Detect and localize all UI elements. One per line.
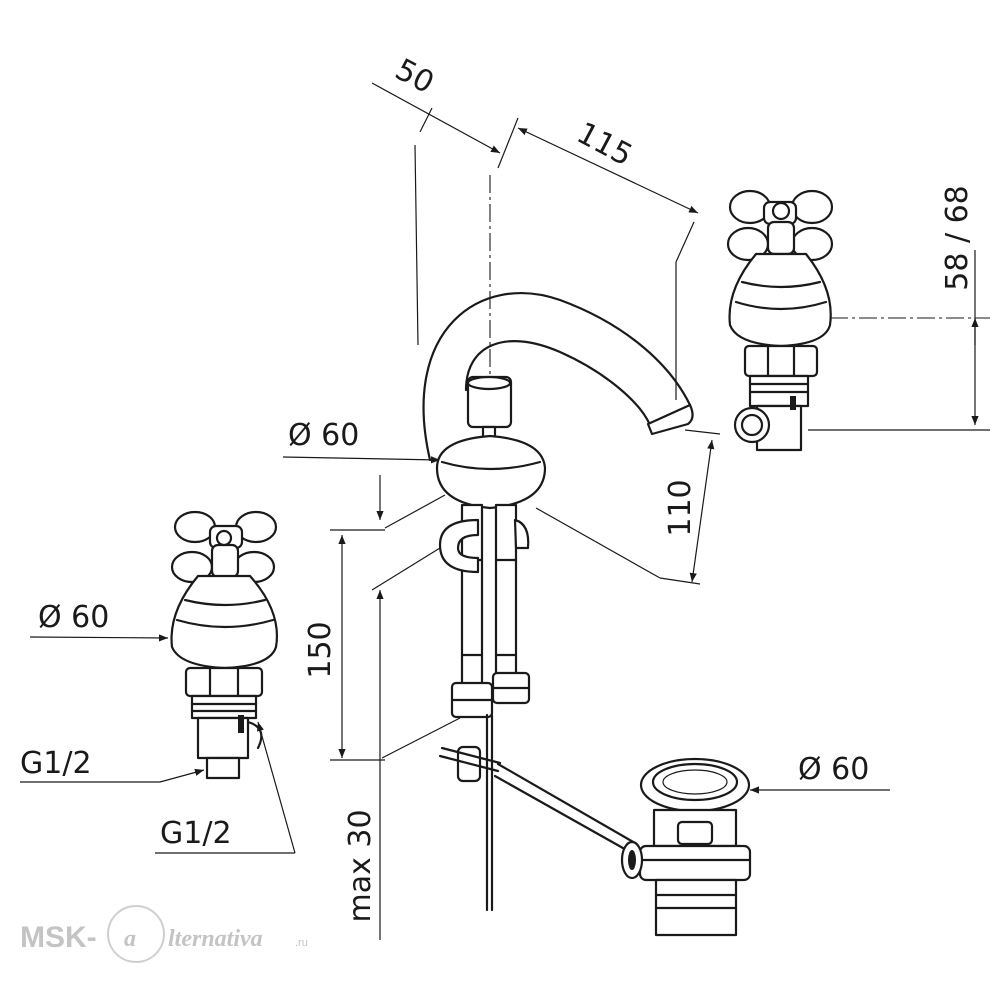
- dim-label-thread-2: G1/2: [160, 816, 232, 851]
- dim-label-spout-height: 110: [663, 479, 698, 536]
- dim-label-drain-dia: Ø 60: [798, 752, 869, 787]
- right-valve-assembly: [726, 189, 834, 452]
- watermark-logo-letter: a: [124, 926, 136, 952]
- dim-label-left-handle-dia: Ø 60: [38, 600, 109, 635]
- left-valve-assembly: [170, 510, 278, 780]
- spout-assembly: [422, 292, 694, 912]
- dim-label-max-thickness: max 30: [343, 809, 378, 922]
- watermark-brand-prefix: MSK-: [20, 921, 97, 954]
- watermark-brand-suffix: lternativa: [168, 926, 263, 952]
- dim-label-thread-1: G1/2: [20, 746, 92, 781]
- dim-label-spout-reach: 115: [571, 116, 638, 174]
- watermark-logo-circle: [107, 905, 165, 963]
- drain-assembly: [620, 757, 752, 937]
- watermark-domain: .ru: [295, 937, 308, 949]
- dimension-lines: [20, 82, 990, 940]
- dim-label-mount-depth: 150: [303, 621, 338, 678]
- dim-label-handle-height: 58 / 68: [940, 185, 975, 291]
- dim-label-spout-offset: 50: [389, 52, 439, 101]
- dim-label-spout-base-dia: Ø 60: [288, 418, 359, 453]
- watermark: MSK- a lternativa .ru: [20, 905, 308, 963]
